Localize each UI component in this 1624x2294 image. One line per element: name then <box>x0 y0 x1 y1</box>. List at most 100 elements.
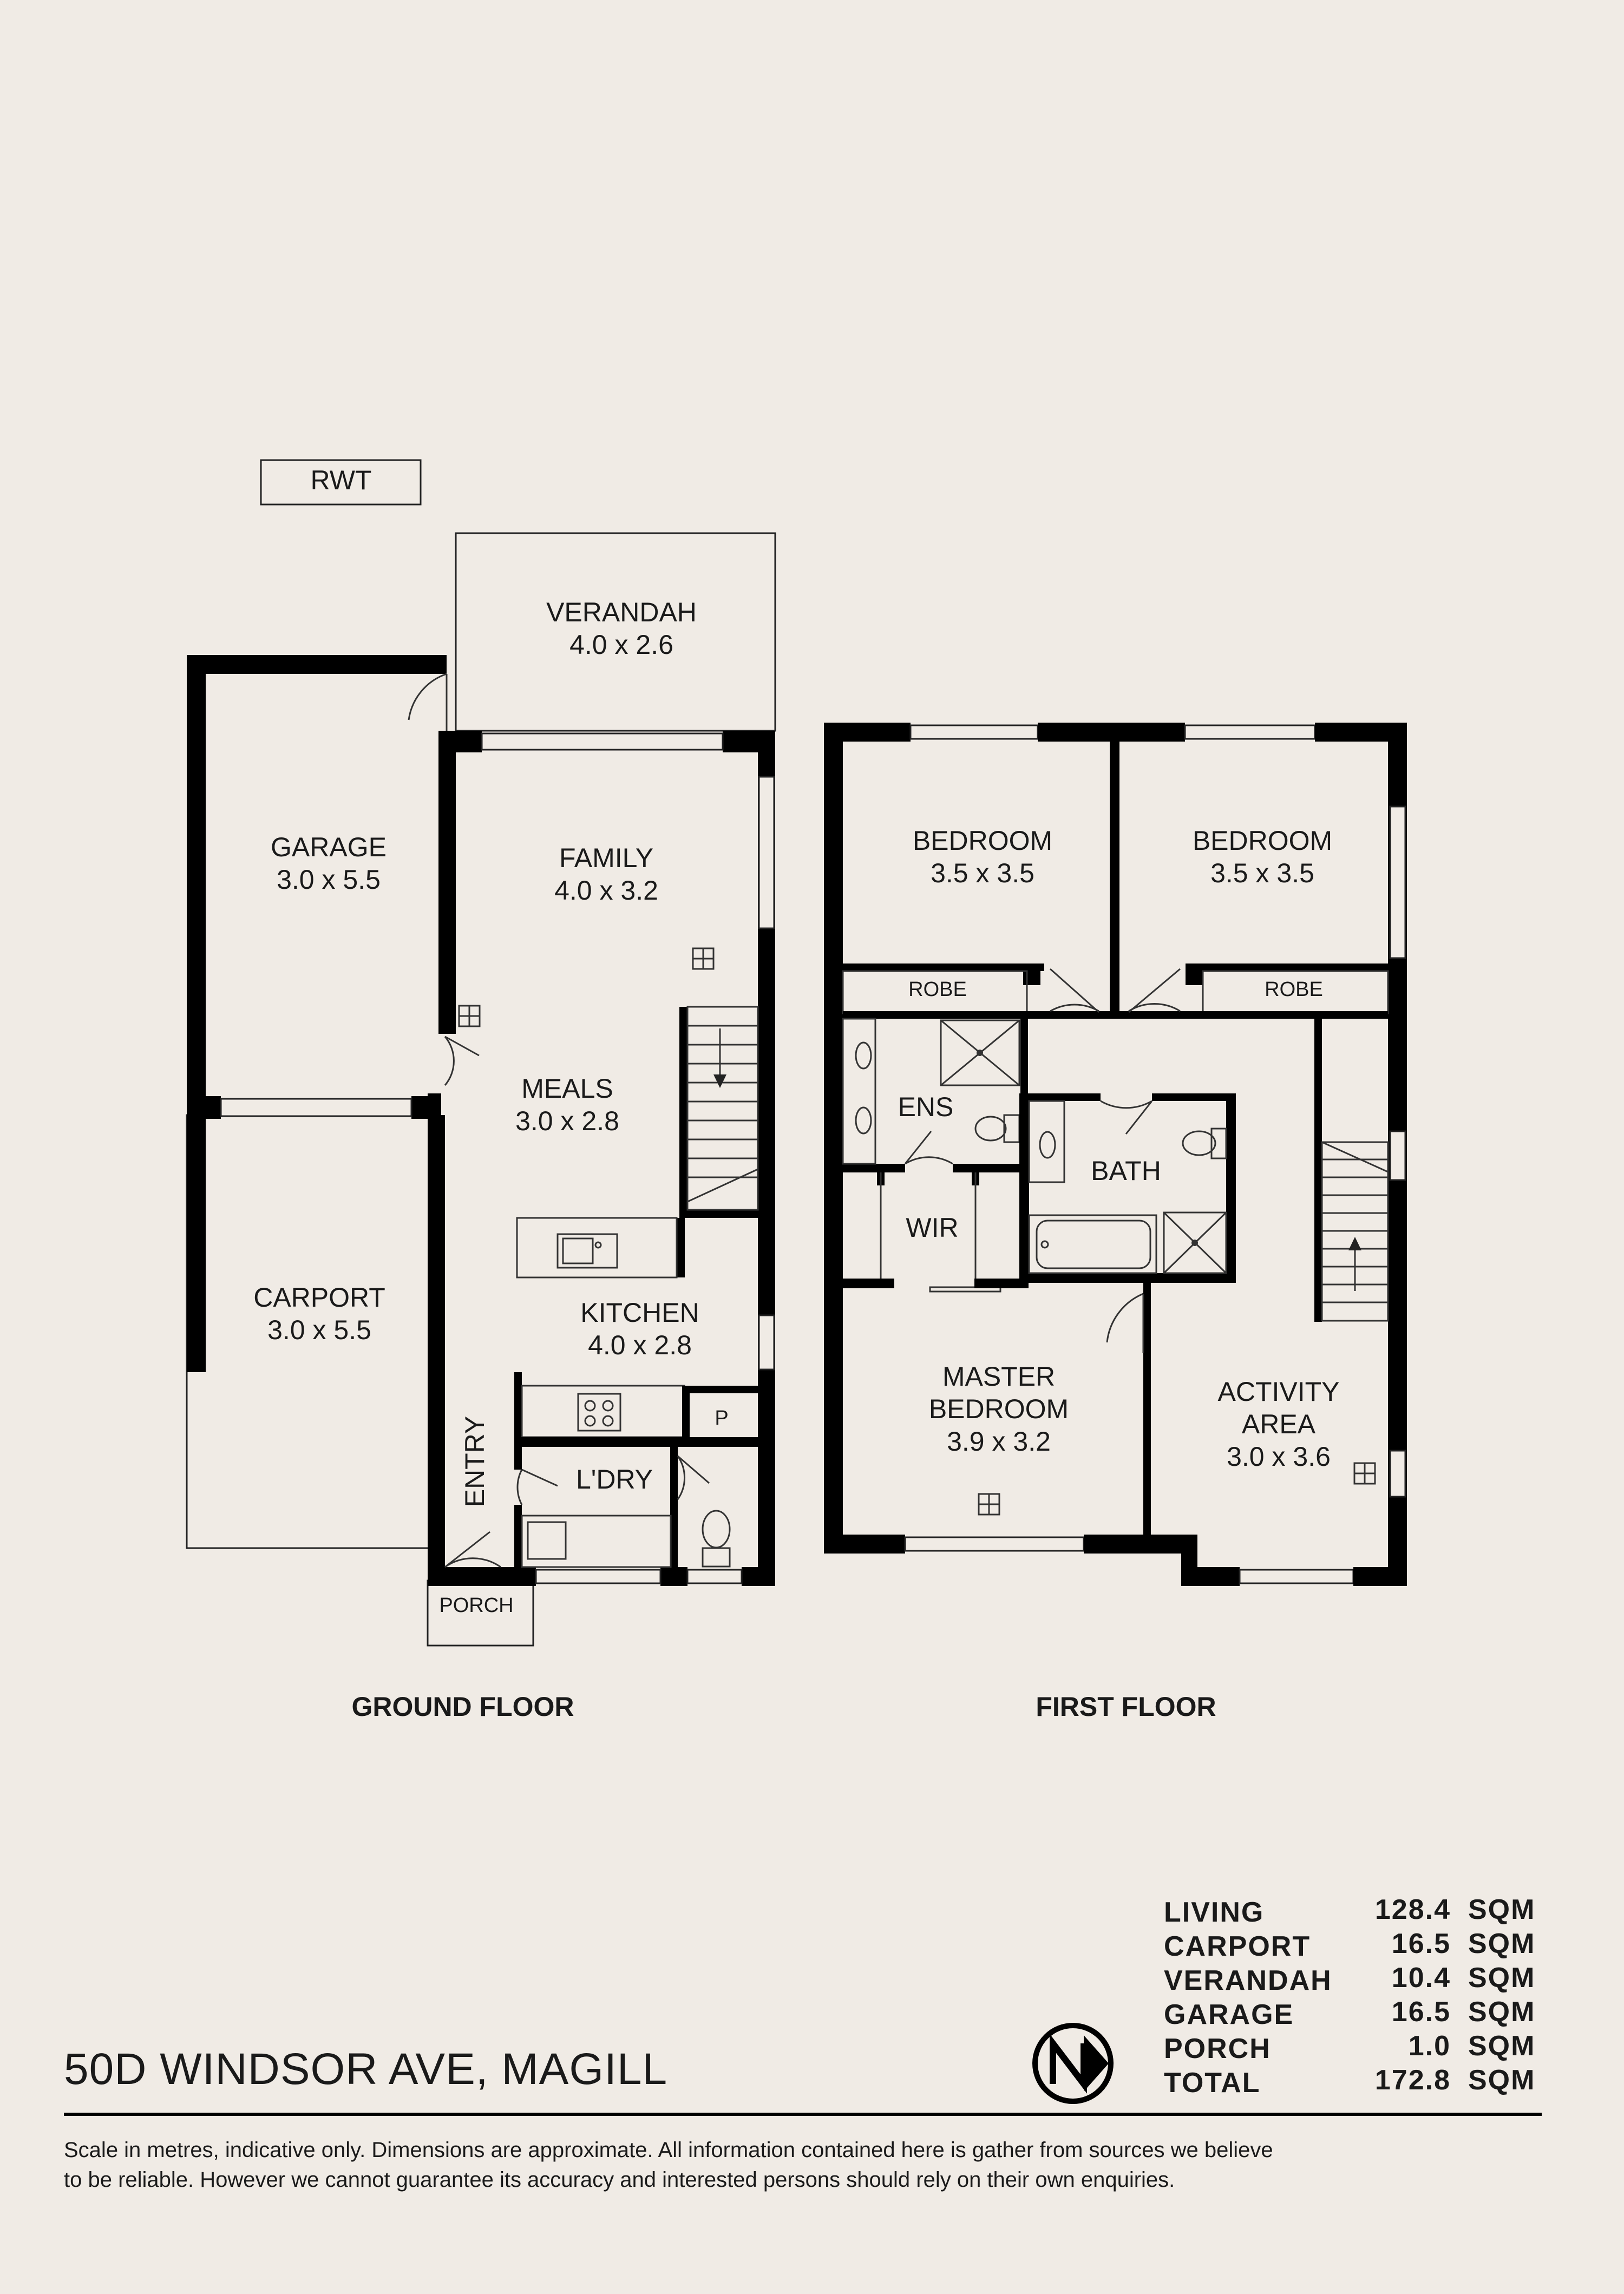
area-label: TOTAL <box>1164 2067 1261 2099</box>
master-wall-top-r <box>974 1279 1029 1288</box>
pantry-label: P <box>715 1407 728 1430</box>
ff-bed-divider <box>1110 742 1119 1018</box>
ens-wall-bottom-r <box>953 1164 1028 1172</box>
stair-wall-bottom <box>679 1210 758 1218</box>
bed2-dim: 3.5 x 3.5 <box>1210 858 1314 888</box>
laundry-label: L'DRY <box>576 1464 653 1495</box>
rwt-box <box>260 459 422 506</box>
vent-icon <box>978 1493 1000 1516</box>
garage-internal-door <box>444 1035 480 1086</box>
bed1-name: BEDROOM <box>913 825 1052 856</box>
entry-label: ENTRY <box>460 1416 490 1508</box>
bed2-name: BEDROOM <box>1193 825 1332 856</box>
area-value: 10.4 <box>1392 1962 1451 1994</box>
ff-activity-bottom-window <box>1239 1569 1354 1584</box>
ff-wall-bottom-1 <box>824 1535 905 1554</box>
ens-door <box>904 1131 953 1165</box>
entry-door <box>444 1531 501 1568</box>
robe2-wall-top <box>1186 964 1388 971</box>
bed1-dim: 3.5 x 3.5 <box>931 858 1034 888</box>
disclaimer-line-2: to be reliable. However we cannot guaran… <box>64 2168 1175 2192</box>
area-unit: SQM <box>1468 1928 1535 1959</box>
bath-wall-right <box>1226 1093 1236 1283</box>
robe2-label: ROBE <box>1265 978 1323 1001</box>
vent-icon <box>1353 1462 1376 1485</box>
pantry-wall-left <box>682 1386 690 1440</box>
area-label: VERANDAH <box>1164 1965 1332 1996</box>
area-value: 128.4 <box>1375 1894 1451 1925</box>
kitchen-dim: 4.0 x 2.8 <box>588 1330 692 1360</box>
robe2-wall-left <box>1186 964 1203 985</box>
ff-stair-window <box>1389 1130 1406 1181</box>
activity-name-2: AREA <box>1242 1409 1316 1439</box>
north-arrow-icon <box>1032 2023 1114 2104</box>
ff-wall-bottom-2 <box>1084 1535 1181 1554</box>
house-wall-left-upper <box>438 731 456 1034</box>
bed1-door <box>1050 968 1099 1013</box>
area-value: 16.5 <box>1392 1928 1451 1959</box>
bath-vanity <box>1028 1100 1065 1183</box>
family-sliding-door <box>481 732 724 751</box>
robe-line-bottom <box>843 1011 1388 1019</box>
property-address: 50D WINDSOR AVE, MAGILL <box>64 2044 667 2094</box>
activity-name-1: ACTIVITY <box>1217 1377 1339 1407</box>
wir-label: WIR <box>906 1212 958 1243</box>
house-wall-top-r <box>723 731 775 752</box>
garage-rear-door <box>408 673 448 731</box>
wir-sliding-door <box>929 1286 1001 1293</box>
area-value: 1.0 <box>1409 2030 1451 2062</box>
house-wall-bottom-r <box>742 1567 775 1586</box>
robe1-label: ROBE <box>908 978 967 1001</box>
family-dim: 4.0 x 3.2 <box>554 875 658 906</box>
first-floor-stairs <box>1321 1141 1389 1322</box>
wc-door <box>677 1455 710 1500</box>
toilet-icon <box>974 1114 1020 1143</box>
area-label: GARAGE <box>1164 1999 1294 2030</box>
ff-wall-bottom-3 <box>1181 1567 1240 1586</box>
area-label: LIVING <box>1164 1897 1264 1928</box>
laundry-door <box>516 1469 558 1505</box>
house-wall-top-l <box>438 731 482 752</box>
family-name: FAMILY <box>559 843 653 873</box>
master-wall-right <box>1143 1283 1151 1543</box>
ff-wall-left <box>824 723 843 1551</box>
first-floor-title: FIRST FLOOR <box>1036 1692 1216 1722</box>
ens-wall-bottom-l <box>843 1164 905 1172</box>
kitchen-name: KITCHEN <box>580 1297 699 1328</box>
master-name-2: BEDROOM <box>929 1394 1069 1424</box>
garage-wall-left <box>187 655 206 1372</box>
first-floor-plan: BEDROOM 3.5 x 3.5 BEDROOM 3.5 x 3.5 ROBE… <box>824 723 1407 1722</box>
verandah-dim: 4.0 x 2.6 <box>569 630 673 660</box>
verandah-name: VERANDAH <box>546 597 697 627</box>
area-unit: SQM <box>1468 2030 1535 2062</box>
bath-wall-top-r <box>1152 1093 1236 1101</box>
house-wall-left-lower <box>428 1115 445 1586</box>
footer-divider <box>64 2113 1542 2116</box>
area-unit: SQM <box>1468 1894 1535 1925</box>
pantry-wall-top <box>682 1386 758 1393</box>
stair-wall-left <box>679 1007 687 1218</box>
robe1-wall-top <box>843 964 1044 971</box>
laundry-wall-top <box>514 1437 758 1447</box>
area-label: PORCH <box>1164 2033 1271 2064</box>
ff-master-window <box>904 1536 1085 1552</box>
ff-bed1-window <box>909 724 1039 740</box>
garage-door <box>220 1098 412 1117</box>
bed2-door <box>1128 968 1181 1013</box>
bath-wall-left <box>1019 1093 1029 1283</box>
robe1-wall-right <box>1023 964 1040 985</box>
ff-bed2-side-window <box>1389 805 1406 959</box>
meals-name: MEALS <box>521 1073 613 1104</box>
shower-icon <box>1163 1211 1227 1274</box>
area-value: 16.5 <box>1392 1996 1451 2028</box>
wc-window <box>686 1569 743 1584</box>
laundry-wc-wall <box>670 1437 678 1583</box>
garage-dim: 3.0 x 5.5 <box>277 864 381 895</box>
master-door <box>1106 1293 1144 1353</box>
disclaimer-line-1: Scale in metres, indicative only. Dimens… <box>64 2138 1273 2162</box>
ground-stairs <box>686 1006 759 1211</box>
kitchen-window-right <box>758 1314 775 1371</box>
bath-wall-top-l <box>1019 1093 1101 1101</box>
activity-dim: 3.0 x 3.6 <box>1227 1441 1331 1472</box>
